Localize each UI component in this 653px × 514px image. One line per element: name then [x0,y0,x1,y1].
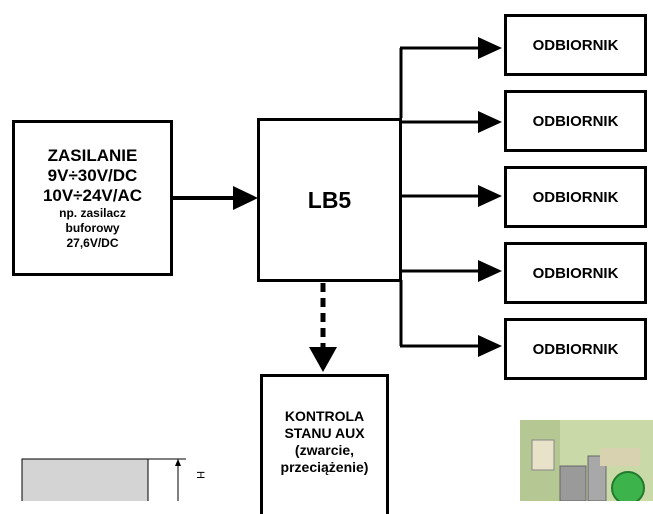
lb5-module-block: LB5 [257,118,402,282]
source-ac-range: 10V÷24V/AC [42,185,143,205]
connection-diagram: H [21,37,653,501]
output-label-2: ODBIORNIK [532,112,619,130]
aux-monitor-block: KONTROLA STANU AUX (zwarcie, przeciążeni… [260,374,389,514]
output-block-1: ODBIORNIK [504,14,647,76]
power-source-block: ZASILANIE 9V÷30V/DC 10V÷24V/AC np. zasil… [12,120,173,276]
source-note-1: np. zasilacz [59,205,126,220]
monitor-line-4: przeciążenie) [280,459,369,475]
output-block-3: ODBIORNIK [504,166,647,228]
enclosure-sketch [21,458,149,501]
source-dc-range: 9V÷30V/DC [47,165,138,185]
source-title: ZASILANIE [47,145,138,165]
monitor-line-3: (zwarcie, [294,442,355,458]
dimension-arrow [175,459,181,466]
output-label-4: ODBIORNIK [532,264,619,282]
output-label-1: ODBIORNIK [532,36,619,54]
arrowhead-output-4 [478,260,502,282]
arrowhead-output-3 [478,185,502,207]
monitor-line-1: KONTROLA [284,408,365,424]
arrowhead-output-2 [478,111,502,133]
output-label-5: ODBIORNIK [532,340,619,358]
source-note-2: buforowy [65,220,120,235]
arrowhead-source [233,186,258,210]
output-label-3: ODBIORNIK [532,188,619,206]
dimension-label: H [194,471,206,479]
output-block-4: ODBIORNIK [504,242,647,304]
output-block-5: ODBIORNIK [504,318,647,380]
arrowhead-output-5 [478,335,502,357]
source-note-3: 27,6V/DC [66,235,119,250]
board-photo [520,420,653,501]
arrowhead-output-1 [478,37,502,59]
output-block-2: ODBIORNIK [504,90,647,152]
monitor-line-2: STANU AUX [284,425,365,441]
lb5-label: LB5 [307,186,352,213]
arrowhead-monitor [309,347,337,372]
